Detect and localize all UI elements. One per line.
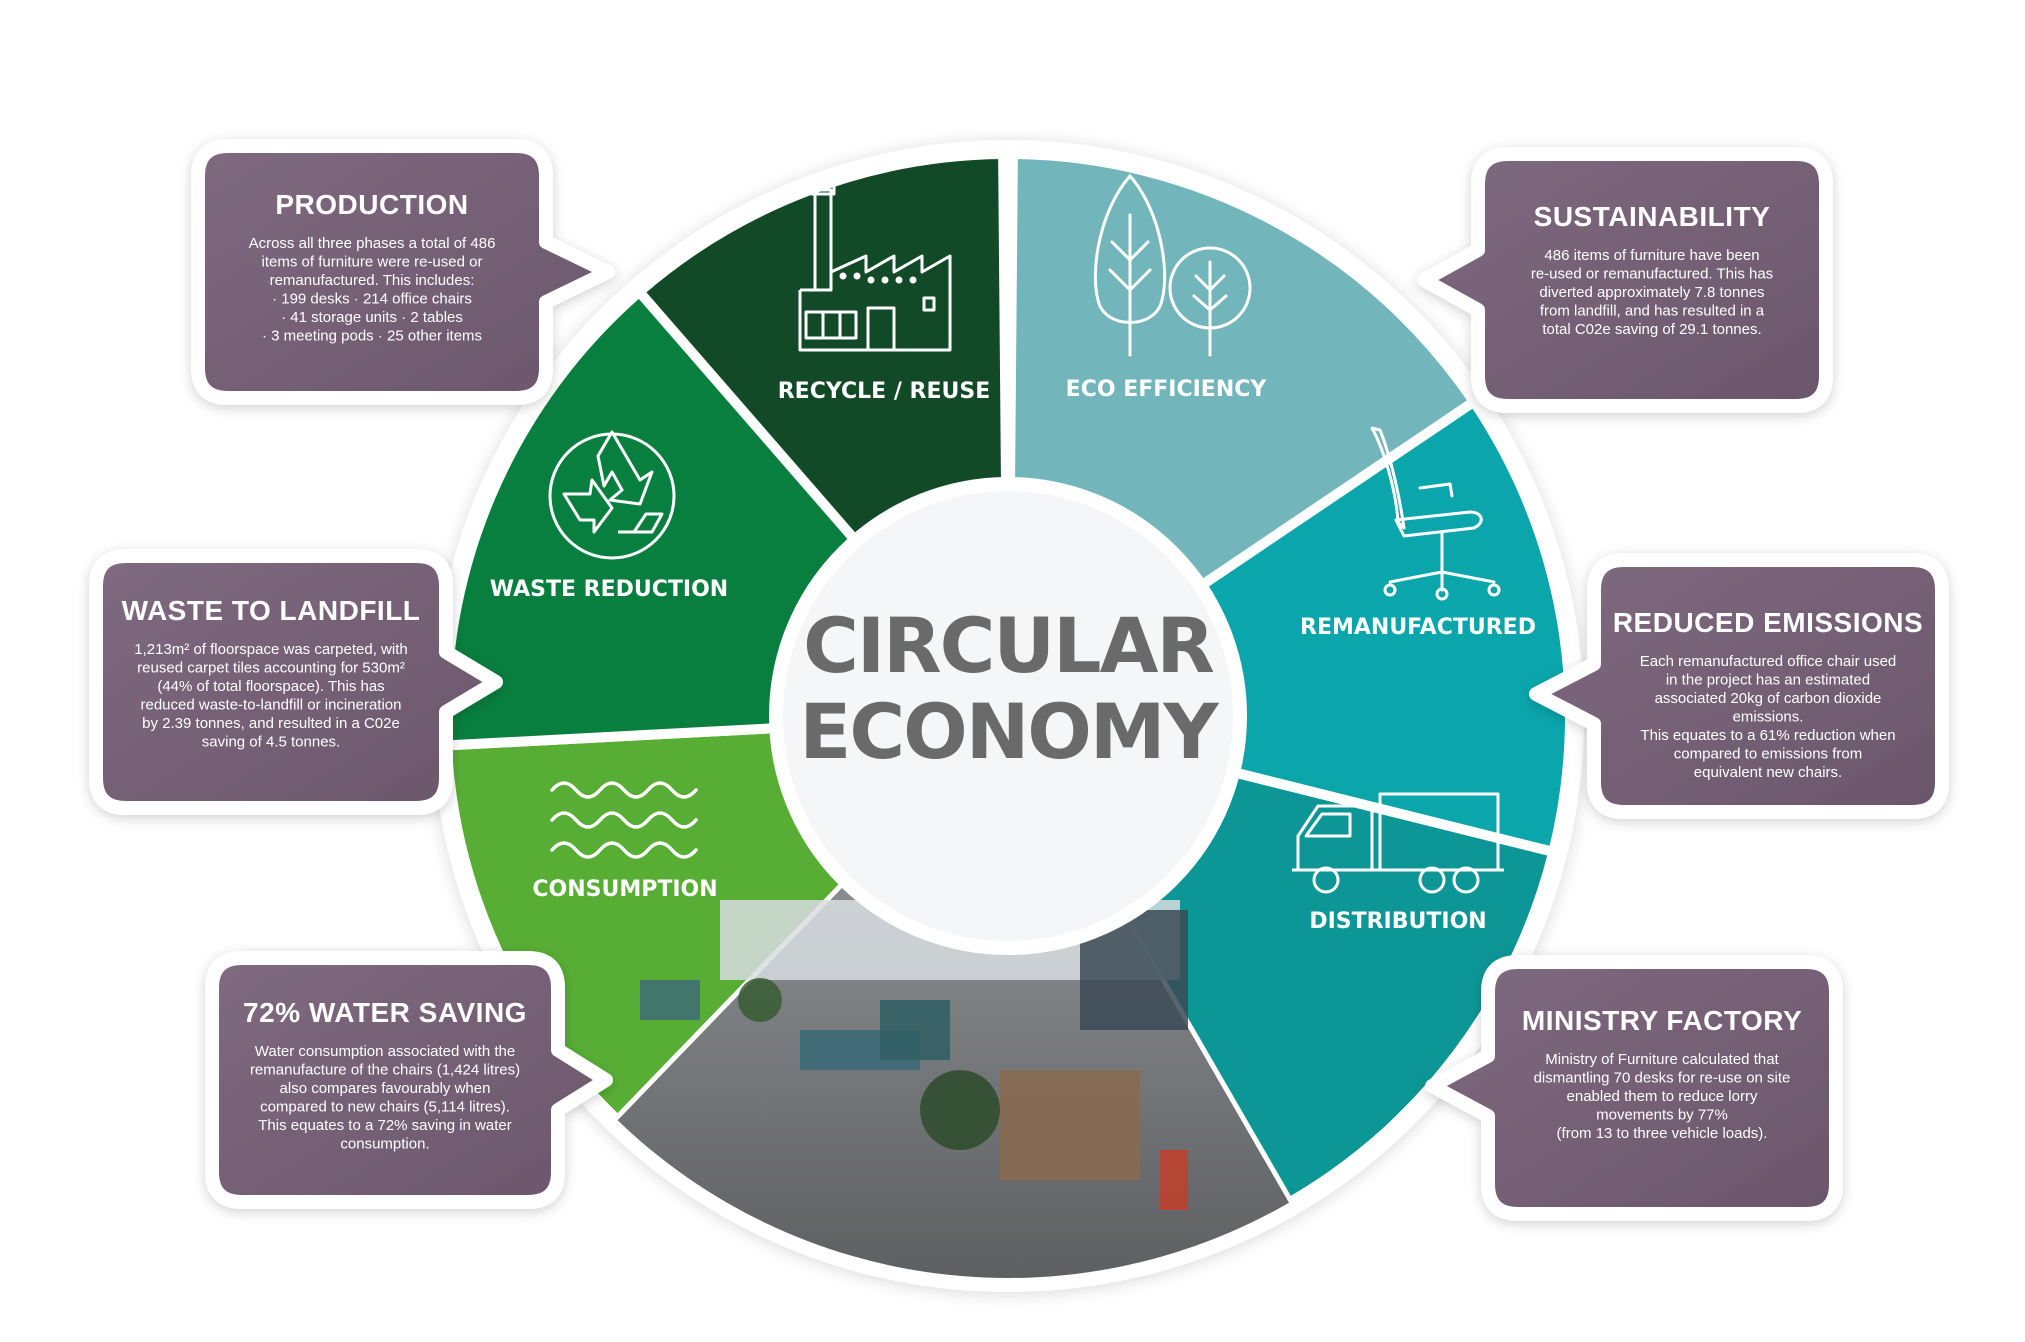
card-body-line: diverted approximately 7.8 tonnes: [1539, 284, 1764, 301]
card-background: [1425, 955, 1843, 1221]
center-title-line1: CIRCULAR: [803, 601, 1213, 690]
card-body-line: in the project has an estimated: [1666, 672, 1870, 689]
card-body-line: emissions.: [1733, 709, 1804, 726]
card-reduced-emissions: REDUCED EMISSIONS Each remanufactured off…: [1529, 553, 1949, 819]
segment-label-waste-reduction: WASTE REDUCTION: [490, 577, 728, 602]
card-background: [205, 951, 613, 1209]
card-body-line: This equates to a 72% saving in water: [258, 1117, 511, 1134]
card-title: WASTE TO LANDFILL: [122, 595, 421, 626]
card-body-line: Water consumption associated with the: [255, 1043, 515, 1060]
card-body-line: · 199 desks · 214 office chairs: [272, 291, 472, 308]
card-title: MINISTRY FACTORY: [1522, 1005, 1802, 1036]
card-body-line: items of furniture were re-used or: [262, 254, 483, 271]
card-body-line: 1,213m² of floorspace was carpeted, with: [134, 641, 407, 658]
card-waste-to-landfill: WASTE TO LANDFILL 1,213m² of floorspace w…: [89, 549, 503, 815]
card-body-line: also compares favourably when: [280, 1080, 491, 1097]
card-background: [191, 139, 615, 405]
card-body-line: · 3 meeting pods · 25 other items: [262, 328, 482, 345]
card-background: [1417, 147, 1833, 413]
segment-label-eco-efficiency: ECO EFFICIENCY: [1066, 377, 1268, 402]
water-waves-icon: [550, 781, 698, 859]
segment-label-remanufactured: REMANUFACTURED: [1300, 615, 1536, 640]
card-body-line: 486 items of furniture have been: [1544, 247, 1759, 264]
card-body-line: from landfill, and has resulted in a: [1540, 303, 1765, 320]
office-photo: [617, 882, 1289, 1278]
card-production: PRODUCTION Across all three phases a tota…: [191, 139, 615, 405]
info-cards: PRODUCTION Across all three phases a tota…: [89, 139, 1949, 1221]
office-chair-icon: [1370, 426, 1501, 601]
card-title: REDUCED EMISSIONS: [1613, 607, 1923, 638]
truck-icon: [1292, 792, 1504, 894]
card-title: SUSTAINABILITY: [1534, 201, 1771, 232]
card-background: [1529, 553, 1949, 819]
card-body-line: re-used or remanufactured. This has: [1531, 266, 1773, 283]
card-background: [89, 549, 503, 815]
card-body-line: saving of 4.5 tonnes.: [202, 734, 340, 751]
card-body-line: by 2.39 tonnes, and resulted in a C02e: [142, 715, 400, 732]
card-body-line: dismantling 70 desks for re-use on site: [1534, 1070, 1791, 1087]
card-body-line: remanufacture of the chairs (1,424 litre…: [250, 1062, 520, 1079]
card-body-line: equivalent new chairs.: [1694, 764, 1842, 781]
card-body-line: compared to new chairs (5,114 litres).: [260, 1099, 510, 1116]
card-title: PRODUCTION: [275, 189, 468, 220]
card-ministry-factory: MINISTRY FACTORY Ministry of Furniture ca…: [1425, 955, 1843, 1221]
card-72-water-saving: 72% WATER SAVING Water consumption associ…: [205, 951, 613, 1209]
center-circle: [769, 477, 1247, 955]
card-body-line: consumption.: [340, 1136, 429, 1153]
card-body-line: reused carpet tiles accounting for 530m²: [137, 660, 405, 677]
card-body-line: compared to emissions from: [1674, 746, 1862, 763]
segment-label-recycle-reuse: RECYCLE / REUSE: [778, 379, 991, 404]
card-body-line: enabled them to reduce lorry: [1567, 1088, 1758, 1105]
card-body-line: total C02e saving of 29.1 tonnes.: [1542, 321, 1761, 338]
card-title: 72% WATER SAVING: [243, 997, 527, 1028]
card-body-line: (from 13 to three vehicle loads).: [1557, 1125, 1768, 1142]
card-body-line: Across all three phases a total of 486: [249, 235, 496, 252]
card-body-line: reduced waste-to-landfill or incineratio…: [141, 697, 402, 714]
segment-label-distribution: DISTRIBUTION: [1309, 909, 1486, 934]
center-title-line2: ECONOMY: [799, 687, 1219, 776]
card-body-line: remanufactured. This includes:: [270, 272, 475, 289]
trees-icon: [1093, 173, 1252, 357]
card-body-line: This equates to a 61% reduction when: [1640, 727, 1895, 744]
factory-icon: [798, 182, 952, 352]
segment-label-consumption: CONSUMPTION: [532, 877, 717, 902]
card-body-line: (44% of total floorspace). This has: [157, 678, 384, 695]
recycle-icon: [548, 430, 676, 560]
card-body-line: Each remanufactured office chair used: [1640, 653, 1897, 670]
card-body-line: movements by 77%: [1596, 1107, 1728, 1124]
card-body-line: Ministry of Furniture calculated that: [1545, 1051, 1779, 1068]
card-sustainability: SUSTAINABILITY 486 items of furniture hav…: [1417, 147, 1833, 413]
card-body-line: · 41 storage units · 2 tables: [281, 309, 463, 326]
card-body-line: associated 20kg of carbon dioxide: [1655, 690, 1882, 707]
